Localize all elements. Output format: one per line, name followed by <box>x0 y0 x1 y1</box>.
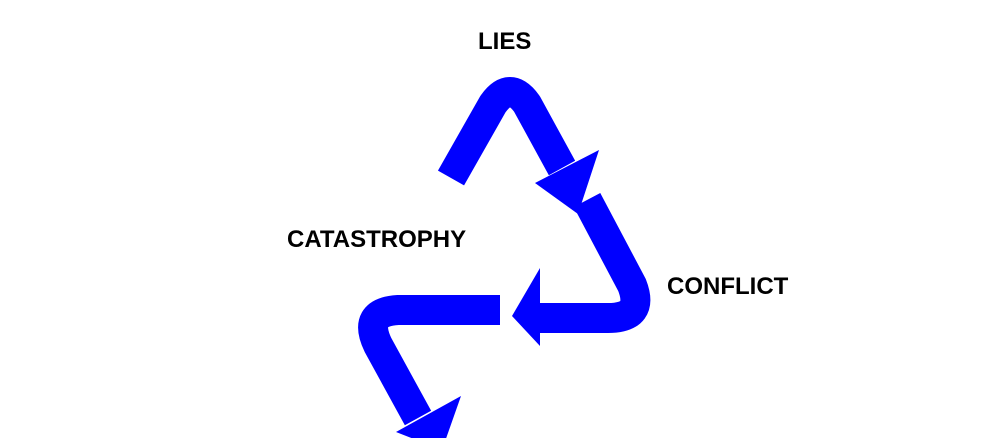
label-catastrophy: CATASTROPHY <box>287 226 467 253</box>
arrow-conflict-to-catastrophy <box>512 192 651 346</box>
arrow-catastrophy-to-lies <box>358 295 500 443</box>
arrowhead <box>396 396 461 443</box>
label-conflict: CONFLICT <box>667 273 789 300</box>
arrow-body <box>358 295 500 426</box>
arrow-lies-to-conflict <box>437 77 599 214</box>
label-lies: LIES <box>478 28 532 55</box>
arrowhead <box>535 150 599 214</box>
arrowhead <box>512 268 540 346</box>
arrow-body <box>437 77 576 186</box>
arrow-body <box>540 192 651 333</box>
